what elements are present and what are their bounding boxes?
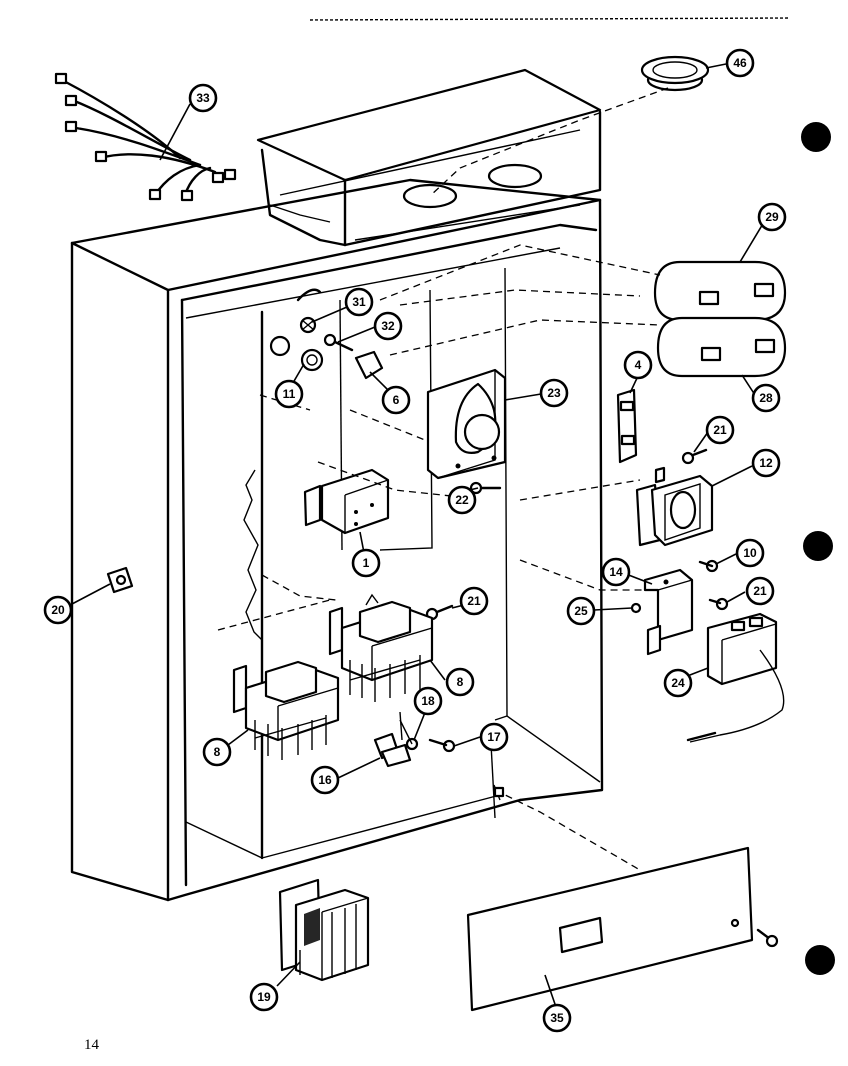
svg-text:8: 8: [457, 675, 464, 689]
capacitor-28: [656, 316, 787, 378]
registration-dot: [801, 122, 831, 152]
callout-28: 28: [751, 383, 781, 413]
contactor-8-left: [232, 660, 340, 760]
callout-12: 12: [751, 448, 781, 478]
cover-plate-35: [466, 846, 779, 1012]
screw-10: [698, 559, 719, 573]
registration-dot: [803, 531, 833, 561]
svg-text:1: 1: [363, 556, 370, 570]
svg-text:46: 46: [733, 56, 747, 70]
svg-text:17: 17: [487, 730, 501, 744]
screw-25: [630, 602, 642, 614]
callout-20: 20: [43, 595, 73, 625]
svg-text:25: 25: [574, 604, 588, 618]
callout-8-right: 8: [445, 667, 475, 697]
hole-plug: [429, 55, 710, 197]
svg-text:12: 12: [759, 456, 773, 470]
svg-text:29: 29: [765, 210, 779, 224]
svg-text:24: 24: [671, 676, 685, 690]
callout-16: 16: [310, 765, 340, 795]
capacitor-29: [653, 260, 787, 322]
contactor-19: [278, 878, 370, 982]
svg-text:6: 6: [393, 393, 400, 407]
callout-32: 32: [373, 311, 403, 341]
svg-text:21: 21: [713, 423, 727, 437]
svg-text:18: 18: [421, 694, 435, 708]
svg-text:10: 10: [743, 546, 757, 560]
callout-21-upper: 21: [705, 415, 735, 445]
svg-text:16: 16: [318, 773, 332, 787]
registration-dot: [805, 945, 835, 975]
timer-switch-23: [426, 368, 507, 480]
callout-21-lower: 21: [459, 586, 489, 616]
screw-21-right: [708, 597, 729, 611]
callout-21-right: 21: [745, 576, 775, 606]
svg-text:35: 35: [550, 1011, 564, 1025]
callout-22: 22: [447, 485, 477, 515]
svg-text:28: 28: [759, 391, 773, 405]
svg-text:4: 4: [635, 358, 642, 372]
callout-11: 11: [274, 379, 304, 409]
svg-text:32: 32: [381, 319, 395, 333]
screw-21-upper: [681, 448, 708, 465]
svg-text:21: 21: [753, 584, 767, 598]
svg-text:8: 8: [214, 745, 221, 759]
page-number: 14: [84, 1037, 99, 1053]
callout-23: 23: [539, 378, 569, 408]
callout-25: 25: [566, 596, 596, 626]
svg-text:33: 33: [196, 91, 210, 105]
callout-19: 19: [249, 982, 279, 1012]
callout-46: 46: [725, 48, 755, 78]
callout-35: 35: [542, 1003, 572, 1033]
callout-31: 31: [344, 287, 374, 317]
top-duct-hood: [256, 68, 602, 247]
svg-text:31: 31: [352, 295, 366, 309]
thermostat-24: [686, 612, 785, 743]
callout-4: 4: [623, 350, 653, 380]
svg-text:21: 21: [467, 594, 481, 608]
svg-text:11: 11: [283, 387, 296, 401]
callout-18: 18: [413, 686, 443, 716]
svg-text:19: 19: [257, 990, 271, 1004]
callout-6-upper: 6: [381, 385, 411, 415]
callout-8-left: 8: [202, 737, 232, 767]
callout-1: 1: [351, 548, 381, 578]
screw-32: [323, 333, 354, 352]
wire-harness: [54, 72, 237, 202]
svg-text:23: 23: [547, 386, 561, 400]
latch-20: [106, 566, 134, 594]
control-box-cabinet: [70, 178, 604, 902]
wire-nut-31: [299, 316, 317, 334]
callout-33: 33: [188, 83, 218, 113]
bracket-14: [643, 568, 694, 656]
callout-29: 29: [757, 202, 787, 232]
ground-lug-18: [399, 719, 419, 751]
terminal-16: [373, 732, 412, 768]
contactor-8-right: [328, 593, 434, 702]
svg-text:14: 14: [609, 565, 623, 579]
bushing-11: [269, 335, 324, 372]
callout-14: 14: [601, 557, 631, 587]
callout-24: 24: [663, 668, 693, 698]
clip-6-upper: [354, 350, 384, 380]
transformer-12: [635, 466, 714, 547]
terminal-strip-4: [616, 388, 638, 464]
relay-1: [303, 468, 390, 535]
svg-text:20: 20: [51, 603, 65, 617]
svg-text:22: 22: [455, 493, 469, 507]
callout-10: 10: [735, 538, 765, 568]
screw-17: [428, 738, 456, 753]
callout-17: 17: [479, 722, 509, 752]
